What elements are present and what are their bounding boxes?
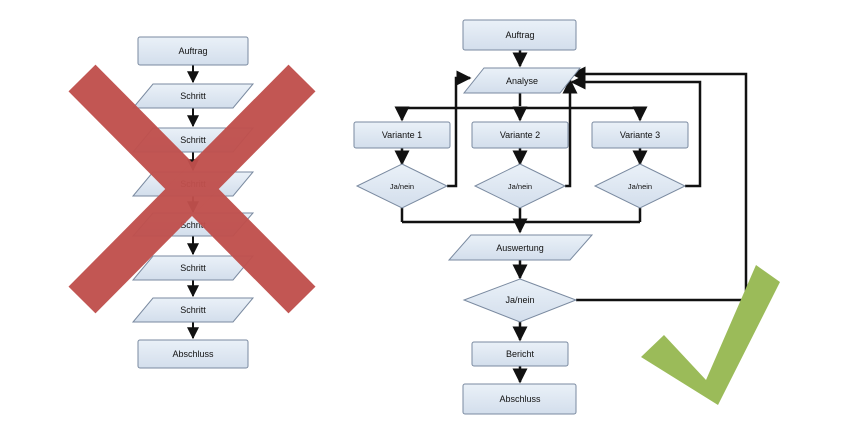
cross-mark-icon (68, 64, 316, 314)
left-step-label: Schritt (180, 220, 206, 230)
left-step-shape (131, 297, 255, 323)
right-start-box (462, 19, 577, 51)
decision-label: Ja/nein (390, 182, 414, 191)
right-end-label: Abschluss (499, 394, 541, 404)
check-mark-icon (641, 265, 780, 405)
evaluation-shape (447, 234, 594, 261)
variant-box (591, 121, 689, 149)
left-step-shape (131, 83, 255, 109)
left-step-label: Schritt (180, 263, 206, 273)
left-step-label: Schritt (180, 135, 206, 145)
report-label: Bericht (506, 349, 535, 359)
variant-label: Variante 3 (620, 130, 660, 140)
right-end-box (462, 383, 577, 415)
right-start-label: Auftrag (505, 30, 534, 40)
decision-diamond (355, 163, 449, 209)
analysis-shape (462, 67, 582, 94)
left-start-label: Auftrag (178, 46, 207, 56)
decision-label: Ja/nein (508, 182, 532, 191)
report-box (471, 341, 569, 367)
analysis-label: Analyse (506, 76, 538, 86)
left-end-label: Abschluss (172, 349, 214, 359)
decision-diamond (593, 163, 687, 209)
iterative-flowchart: Auftrag Analyse Variante 1 Variante 2 Va… (353, 19, 748, 415)
left-step-shape (131, 255, 255, 281)
left-step-label: Schritt (180, 305, 206, 315)
left-step-label: Schritt (180, 91, 206, 101)
left-start-box (137, 36, 249, 66)
final-decision-diamond (462, 278, 578, 323)
variant-box (353, 121, 451, 149)
evaluation-label: Auswertung (496, 243, 544, 253)
decision-diamond (473, 163, 567, 209)
variant-box (471, 121, 569, 149)
final-decision-label: Ja/nein (505, 295, 534, 305)
variant-label: Variante 1 (382, 130, 422, 140)
left-end-box (137, 339, 249, 369)
decision-label: Ja/nein (628, 182, 652, 191)
variant-label: Variante 2 (500, 130, 540, 140)
